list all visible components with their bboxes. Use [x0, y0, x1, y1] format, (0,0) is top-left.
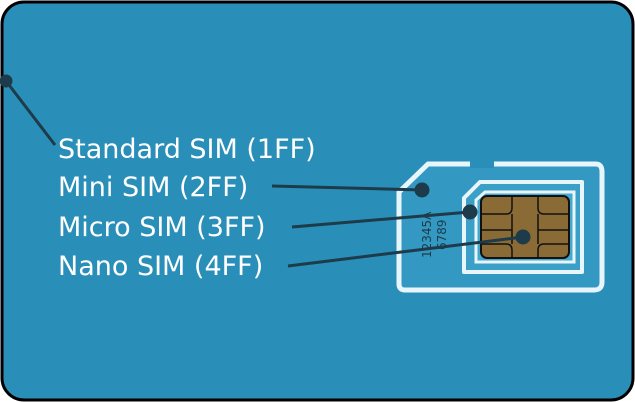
label-nano-sim: Nano SIM (4FF): [58, 251, 263, 282]
micro-leader-line: [291, 210, 471, 229]
mini-leader-line: [271, 184, 423, 192]
micro-leader-dot: [462, 204, 478, 220]
mini-leader-dot: [414, 182, 430, 198]
standard-leader-dot: [0, 74, 13, 88]
label-mini-sim: Mini SIM (2FF): [58, 172, 248, 203]
label-micro-sim: Micro SIM (3FF): [58, 212, 266, 243]
nano-leader-dot: [515, 229, 531, 245]
standard-leader-line: [4, 80, 57, 146]
label-standard-sim: Standard SIM (1FF): [58, 134, 316, 165]
nano-leader-line: [287, 235, 524, 268]
sim-chip: [480, 195, 570, 259]
serial-number-line1: 12345A: [420, 211, 434, 258]
serial-number-line2: 6789: [435, 219, 449, 250]
